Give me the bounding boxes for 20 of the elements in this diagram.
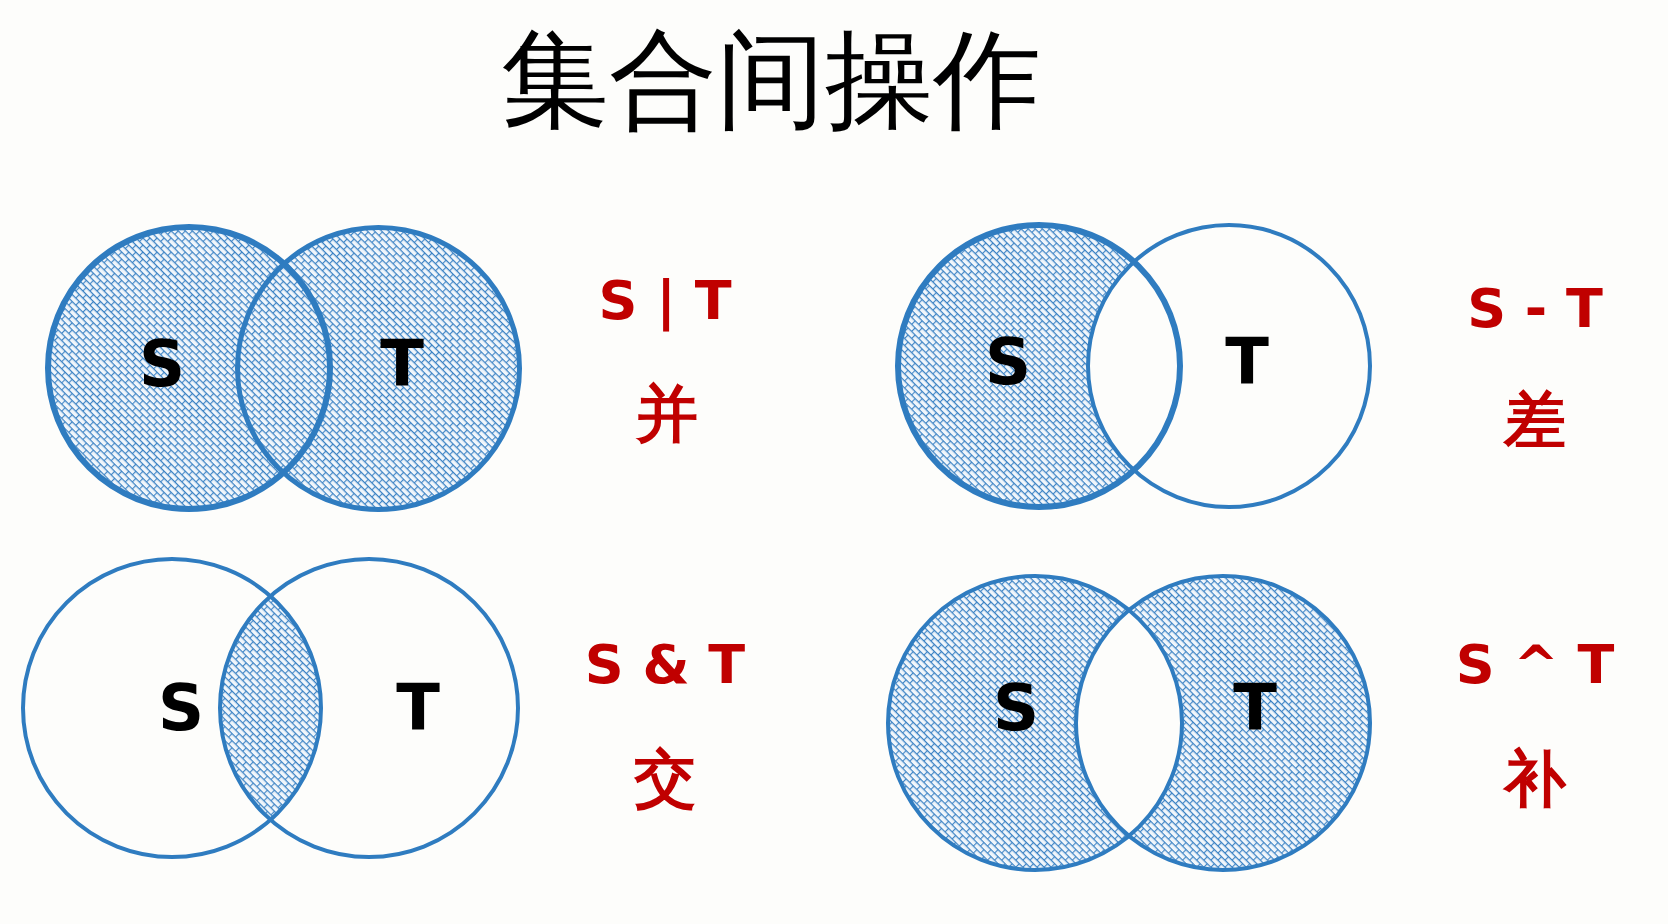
set-expression: S | T (598, 267, 732, 334)
title: 集合间操作 (501, 18, 1041, 143)
operation-name: 交 (634, 740, 696, 817)
operation-name: 补 (1504, 740, 1566, 817)
set-circle (233, 223, 523, 513)
set-circle (1073, 573, 1373, 873)
set-circle (1085, 222, 1373, 510)
set-circle (217, 556, 521, 860)
set-letter: T (380, 328, 424, 400)
set-letter: T (1225, 326, 1269, 398)
set-expression: S & T (584, 631, 746, 698)
set-expression: S - T (1467, 275, 1603, 342)
set-letter: T (396, 672, 440, 744)
set-expression: S ^ T (1455, 631, 1615, 698)
set-letter: S (992, 672, 1040, 744)
set-letter: S (157, 672, 205, 744)
operation-name: 并 (636, 375, 698, 452)
set-circle (20, 556, 324, 860)
operation-name: 差 (1504, 381, 1566, 458)
set-circle (894, 221, 1184, 511)
